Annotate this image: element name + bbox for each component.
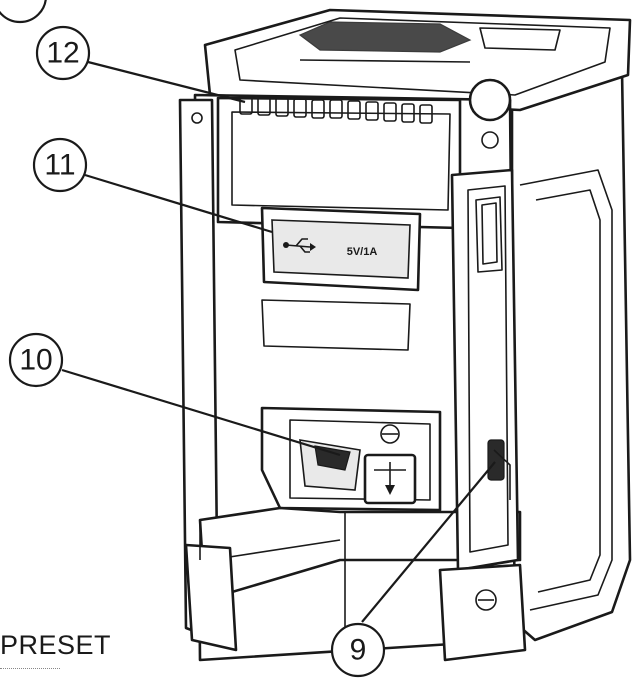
usb-port-text: 5V/1A <box>347 246 378 258</box>
callout-9: 9 <box>330 461 496 678</box>
callout-11: 11 <box>32 137 273 234</box>
usb-icon <box>283 238 316 253</box>
caption-underline <box>0 668 60 677</box>
device-body: 5V/1A <box>178 8 632 662</box>
preset-caption: PRESET <box>0 630 112 660</box>
callout-11-label: 11 <box>44 149 75 182</box>
battery-bay <box>260 406 442 512</box>
usb-port-cover: 5V/1A <box>260 206 422 292</box>
callout-9-label: 9 <box>350 634 367 667</box>
callout-12-label: 12 <box>46 37 79 70</box>
vent-slots <box>239 95 433 124</box>
callout-10-label: 10 <box>19 344 52 377</box>
callout-top <box>0 0 47 24</box>
callout-10: 10 <box>8 332 341 457</box>
side-rail <box>450 168 520 572</box>
side-slot <box>487 439 505 481</box>
callout-12: 12 <box>35 25 246 104</box>
